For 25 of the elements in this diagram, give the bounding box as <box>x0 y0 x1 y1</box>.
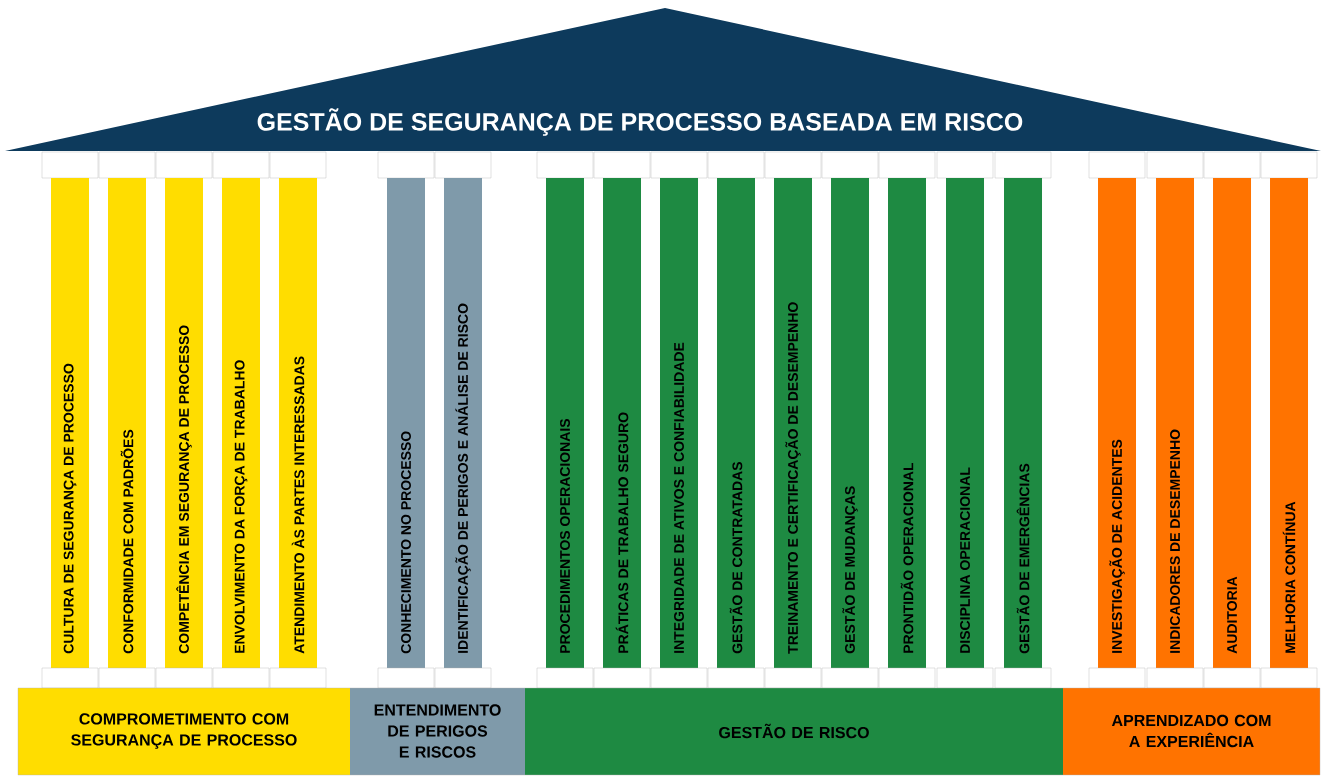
roof: GESTÃO DE SEGURANÇA DE PROCESSO BASEADA EM RISCO <box>5 8 1321 151</box>
pillar: INVESTIGAÇÃO DE ACIDENTES <box>1088 151 1146 689</box>
pillar: DISCIPLINA OPERACIONAL <box>936 151 994 689</box>
pillar: GESTÃO DE EMERGÊNCIAS <box>994 151 1052 689</box>
pillar: GESTÃO DE MUDANÇAS <box>821 151 879 689</box>
base-block: GESTÃO DE RISCO <box>525 688 1063 775</box>
pillar: CONHECIMENTO NO PROCESSO <box>377 151 435 689</box>
base-block: ENTENDIMENTO DE PERIGOS E RISCOS <box>350 688 525 775</box>
pillar: PRONTIDÃO OPERACIONAL <box>878 151 936 689</box>
pillar: ATENDIMENTO ÀS PARTES INTERESSADAS <box>269 151 327 689</box>
pillar: INTEGRIDADE DE ATIVOS E CONFIABILIDADE <box>650 151 708 689</box>
pillar: INDICADORES DE DESEMPENHO <box>1146 151 1204 689</box>
base-block: APRENDIZADO COM A EXPERIÊNCIA <box>1063 688 1320 775</box>
pillar: ENVOLVIMENTO DA FORÇA DE TRABALHO <box>212 151 270 689</box>
pillar: CONFORMIDADE COM PADRÕES <box>98 151 156 689</box>
base-block: COMPROMETIMENTO COM SEGURANÇA DE PROCESSO <box>18 688 350 775</box>
pillar: AUDITORIA <box>1203 151 1261 689</box>
pillar: PRÁTICAS DE TRABALHO SEGURO <box>593 151 651 689</box>
pillar: IDENTIFICAÇÃO DE PERIGOS E ANÁLISE DE RISCO <box>434 151 492 689</box>
pillar: MELHORIA CONTÍNUA <box>1260 151 1318 689</box>
pillar: PROCEDIMENTOS OPERACIONAIS <box>536 151 594 689</box>
pillar: GESTÃO DE CONTRATADAS <box>707 151 765 689</box>
pillar: COMPETÊNCIA EM SEGURANÇA DE PROCESSO <box>155 151 213 689</box>
pillar: TREINAMENTO E CERTIFICAÇÃO DE DESEMPENHO <box>764 151 822 689</box>
pillar: CULTURA DE SEGURANÇA DE PROCESSO <box>41 151 99 689</box>
